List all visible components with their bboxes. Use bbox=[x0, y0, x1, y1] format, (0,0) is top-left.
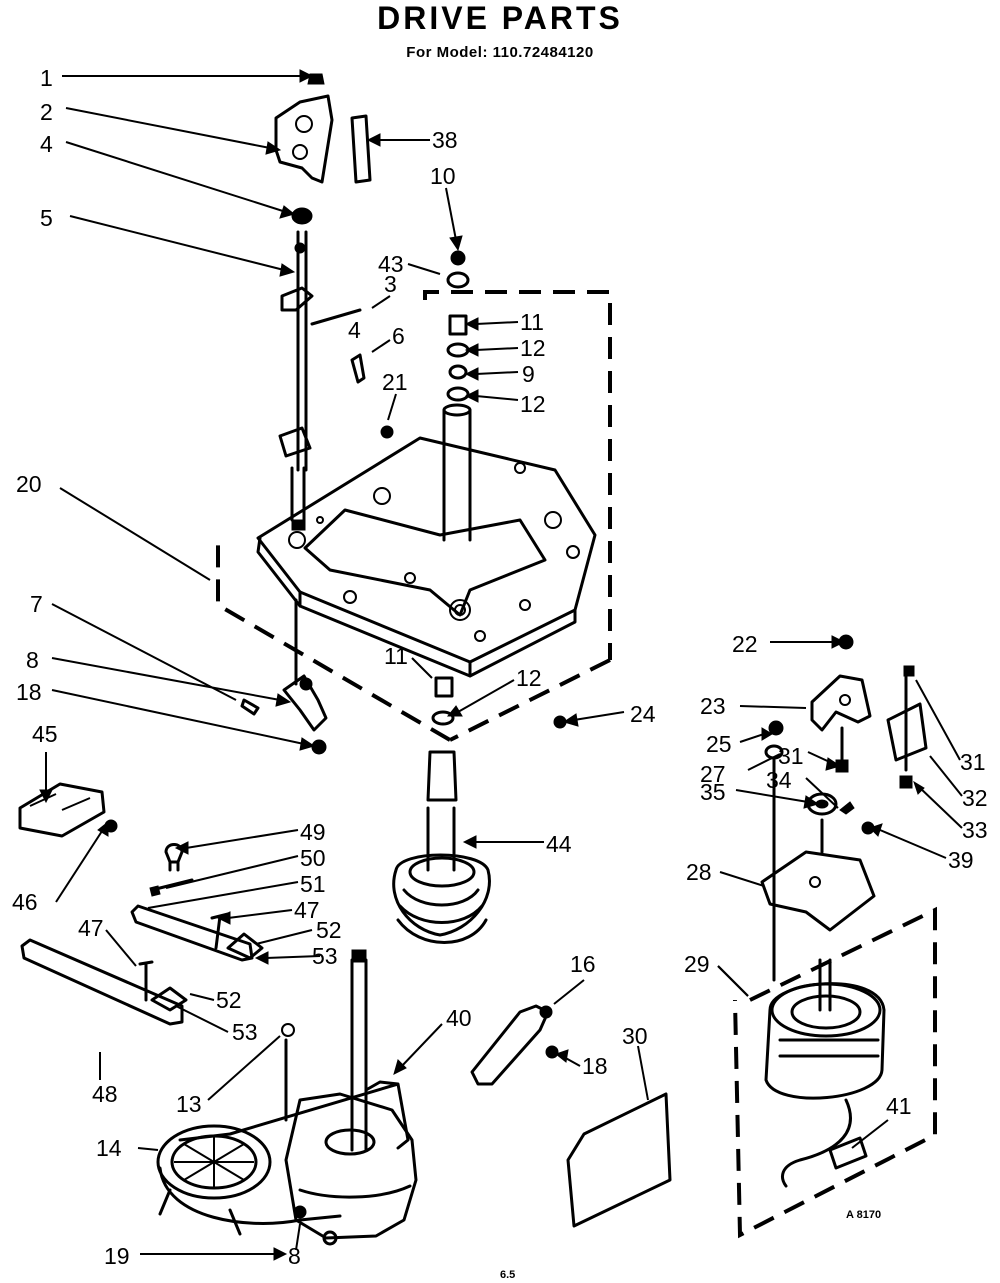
callout-32: 32 bbox=[962, 785, 988, 811]
callout-12b: 12 bbox=[520, 391, 546, 417]
callout-35: 35 bbox=[700, 779, 726, 805]
callout-16: 16 bbox=[570, 951, 596, 977]
callout-27: 27 bbox=[700, 761, 726, 787]
callout-18b: 18 bbox=[582, 1053, 608, 1079]
callout-2: 2 bbox=[40, 99, 53, 125]
main-shaft bbox=[442, 408, 472, 542]
callout-20: 20 bbox=[16, 471, 42, 497]
part-4-bushing bbox=[291, 207, 313, 225]
callout-7: 7 bbox=[30, 591, 43, 617]
brake-arm bbox=[470, 1004, 672, 1228]
part-30-cover bbox=[566, 1092, 672, 1228]
part-2-bracket bbox=[274, 94, 334, 184]
callout-29: 29 bbox=[684, 951, 710, 977]
callout-24: 24 bbox=[630, 701, 656, 727]
part-38-sleeve bbox=[350, 114, 372, 184]
callout-9: 9 bbox=[522, 361, 535, 387]
callout-11: 11 bbox=[520, 309, 544, 335]
part-14-pulley bbox=[156, 1124, 272, 1200]
callout-44: 44 bbox=[546, 831, 572, 857]
left-lever-parts bbox=[240, 598, 328, 755]
transmission-assembly bbox=[156, 949, 418, 1246]
callout-34: 34 bbox=[766, 767, 792, 793]
part-41-cord-clip bbox=[828, 1136, 868, 1170]
callout-31: 31 bbox=[960, 749, 986, 775]
callout-5: 5 bbox=[40, 205, 53, 231]
callout-23: 23 bbox=[700, 693, 726, 719]
part-28-mount-plate bbox=[760, 850, 876, 932]
callout-4b: 4 bbox=[348, 317, 361, 343]
clutch-assembly bbox=[392, 676, 567, 944]
callout-40: 40 bbox=[446, 1005, 472, 1031]
callout-28: 28 bbox=[686, 859, 712, 885]
callout-48: 48 bbox=[92, 1081, 118, 1107]
callout-47b: 47 bbox=[78, 915, 104, 941]
leader-lines bbox=[39, 69, 963, 1261]
model-subtitle: For Model: 110.72484120 bbox=[406, 44, 594, 61]
callout-52: 52 bbox=[316, 917, 342, 943]
callout-10: 10 bbox=[430, 163, 456, 189]
callout-12c: 12 bbox=[516, 665, 542, 691]
callout-3: 3 bbox=[384, 271, 397, 297]
page-number: 6.5 bbox=[500, 1269, 515, 1281]
switch-parts bbox=[18, 782, 118, 838]
callout-39: 39 bbox=[948, 847, 974, 873]
callout-52b: 52 bbox=[216, 987, 242, 1013]
callout-1: 1 bbox=[40, 65, 53, 91]
part-callouts: 1 2 4 5 38 10 43 3 4 6 11 12 9 12 21 20 … bbox=[12, 65, 988, 1269]
callout-11b: 11 bbox=[384, 643, 408, 669]
callout-8b: 8 bbox=[288, 1243, 301, 1269]
callout-25: 25 bbox=[706, 731, 732, 757]
callout-19: 19 bbox=[104, 1243, 130, 1269]
dashed-frame-motor bbox=[733, 906, 937, 1239]
callout-14: 14 bbox=[96, 1135, 122, 1161]
callout-49: 49 bbox=[300, 819, 326, 845]
callout-12: 12 bbox=[520, 335, 546, 361]
callout-50: 50 bbox=[300, 845, 326, 871]
callout-22: 22 bbox=[732, 631, 758, 657]
part-7-screw bbox=[240, 698, 260, 716]
part-29-motor bbox=[764, 958, 886, 1188]
callout-51: 51 bbox=[300, 871, 326, 897]
callout-4: 4 bbox=[40, 131, 53, 157]
callout-8: 8 bbox=[26, 647, 39, 673]
actuator-clamp bbox=[278, 426, 312, 458]
callout-53: 53 bbox=[312, 943, 338, 969]
part-20-base-plate bbox=[256, 436, 597, 678]
dashed-frame-base bbox=[216, 290, 612, 742]
callout-30: 30 bbox=[622, 1023, 648, 1049]
callout-43: 43 bbox=[378, 251, 404, 277]
actuator-lever bbox=[310, 308, 362, 326]
gear-case bbox=[284, 1092, 418, 1240]
part-8-lever bbox=[282, 674, 328, 732]
part-6-pin bbox=[350, 353, 366, 384]
part-32-clip bbox=[886, 702, 928, 762]
callout-45: 45 bbox=[32, 721, 58, 747]
shift-linkage bbox=[20, 843, 295, 1037]
drawing-code: A 8170 bbox=[846, 1209, 881, 1221]
callout-31b: 31 bbox=[778, 743, 804, 769]
callout-18: 18 bbox=[16, 679, 42, 705]
callout-13: 13 bbox=[176, 1091, 202, 1117]
callout-33: 33 bbox=[962, 817, 988, 843]
diagram-title: DRIVE PARTS bbox=[377, 0, 623, 36]
part-23-bracket bbox=[810, 674, 872, 732]
motor-bracket-parts bbox=[760, 634, 928, 982]
actuator-shaft-assembly bbox=[274, 73, 366, 531]
callout-6: 6 bbox=[392, 323, 405, 349]
callout-47: 47 bbox=[294, 897, 320, 923]
part-18-nut bbox=[311, 739, 327, 755]
part-48-slide bbox=[20, 938, 184, 1026]
callout-38: 38 bbox=[432, 127, 458, 153]
part-45-switch bbox=[18, 782, 106, 838]
callout-46: 46 bbox=[12, 889, 38, 915]
callout-53b: 53 bbox=[232, 1019, 258, 1045]
callout-41: 41 bbox=[886, 1093, 912, 1119]
callout-21: 21 bbox=[382, 369, 408, 395]
